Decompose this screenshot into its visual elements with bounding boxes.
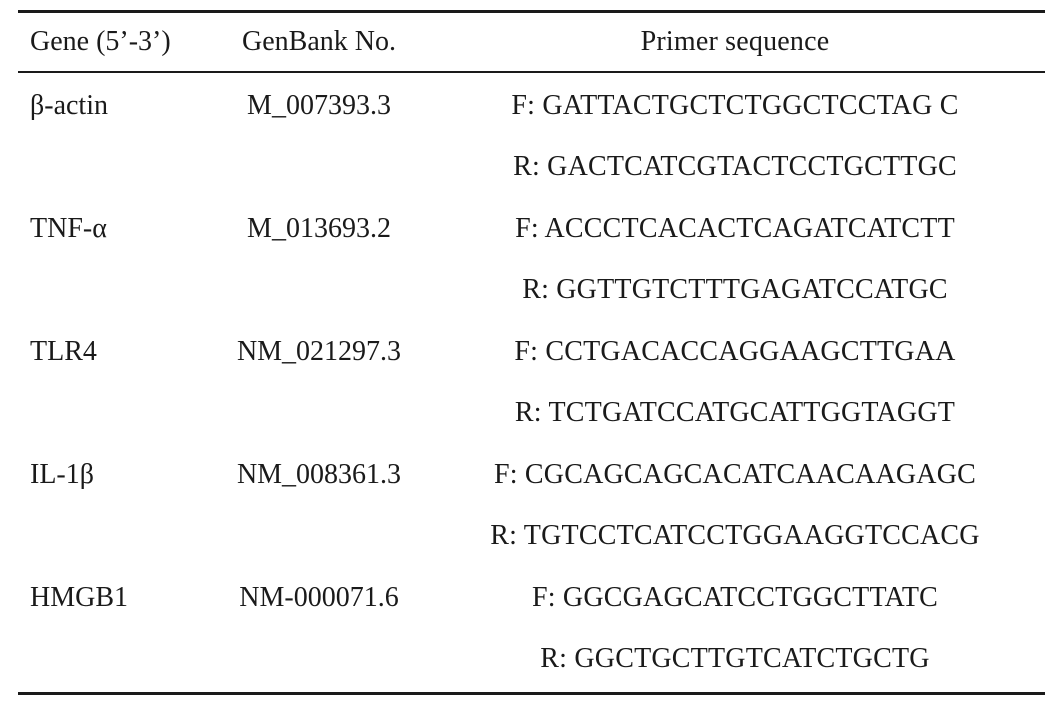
- table-row: β-actin M_007393.3 F: GATTACTGCTCTGGCTCC…: [18, 75, 1045, 137]
- genbank-cell: NM_008361.3: [236, 458, 402, 490]
- primer-cell: F: CCTGACACCAGGAAGCTTGAA: [514, 335, 956, 367]
- table-row: HMGB1 NM-000071.6 F: GGCGAGCATCCTGGCTTAT…: [18, 567, 1045, 629]
- table-top-rule: [18, 10, 1045, 13]
- table-row: R: TCTGATCCATGCATTGGTAGGT: [18, 383, 1045, 445]
- genbank-cell: NM-000071.6: [239, 581, 399, 613]
- primer-cell: F: CGCAGCAGCACATCAACAAGAGC: [493, 458, 977, 490]
- primer-cell: R: GGCTGCTTGTCATCTGCTG: [540, 643, 930, 675]
- gene-cell: TLR4: [30, 335, 97, 367]
- primer-table: Gene (5’-3’) GenBank No. Primer sequence…: [18, 10, 1045, 695]
- table-row: R: GGTTGTCTTTGAGATCCATGC: [18, 260, 1045, 322]
- primer-cell: F: GATTACTGCTCTGGCTCCTAG C: [511, 89, 959, 121]
- table-row: TNF-α M_013693.2 F: ACCCTCACACTCAGATCATC…: [18, 198, 1045, 260]
- table-body: β-actin M_007393.3 F: GATTACTGCTCTGGCTCC…: [18, 73, 1045, 692]
- table-row: TLR4 NM_021297.3 F: CCTGACACCAGGAAGCTTGA…: [18, 321, 1045, 383]
- primer-cell: R: TCTGATCCATGCATTGGTAGGT: [514, 397, 956, 429]
- primer-cell: F: GGCGAGCATCCTGGCTTATC: [531, 581, 939, 613]
- table-bottom-rule: [18, 692, 1045, 695]
- genbank-cell: M_013693.2: [247, 212, 391, 244]
- gene-cell: β-actin: [30, 89, 108, 121]
- genbank-cell: NM_021297.3: [236, 335, 402, 367]
- primer-cell: F: ACCCTCACACTCAGATCATCTT: [515, 212, 955, 244]
- table-row: R: GACTCATCGTACTCCTGCTTGC: [18, 137, 1045, 199]
- gene-cell: HMGB1: [30, 581, 129, 613]
- genbank-cell: M_007393.3: [247, 89, 391, 121]
- header-primer: Primer sequence: [640, 26, 830, 57]
- gene-cell: TNF-α: [30, 212, 107, 244]
- primer-cell: R: TGTCCTCATCCTGGAAGGTCCACG: [490, 520, 980, 552]
- primer-cell: R: GGTTGTCTTTGAGATCCATGC: [522, 274, 948, 306]
- table-header-rule: [18, 71, 1045, 73]
- table-header: Gene (5’-3’) GenBank No. Primer sequence: [18, 13, 1045, 71]
- primer-cell: R: GACTCATCGTACTCCTGCTTGC: [513, 151, 957, 183]
- table-row: IL-1β NM_008361.3 F: CGCAGCAGCACATCAACAA…: [18, 444, 1045, 506]
- table-row: R: TGTCCTCATCCTGGAAGGTCCACG: [18, 506, 1045, 568]
- table-row: R: GGCTGCTTGTCATCTGCTG: [18, 629, 1045, 691]
- header-gene: Gene (5’-3’): [30, 26, 171, 57]
- header-genbank: GenBank No.: [242, 26, 396, 57]
- gene-cell: IL-1β: [30, 458, 94, 490]
